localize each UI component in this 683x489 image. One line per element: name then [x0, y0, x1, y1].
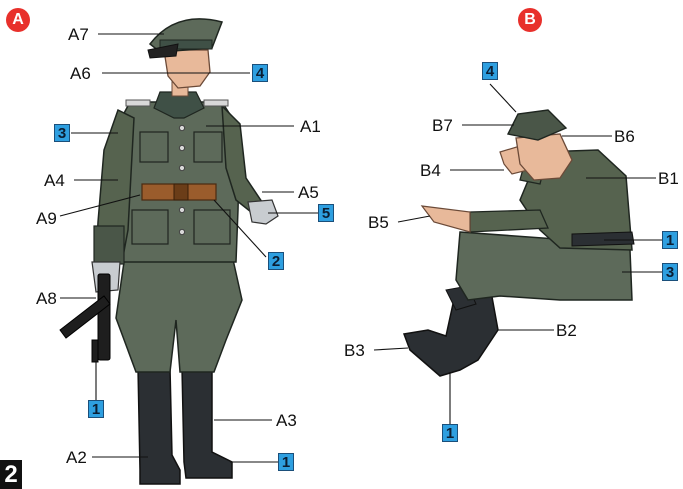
label-a6: A6	[70, 64, 91, 83]
figure-b-belt	[571, 231, 635, 247]
figure-a-belt-buckle	[173, 183, 189, 201]
figure-a-officer	[59, 18, 279, 485]
color-ref-a-head: 4	[252, 64, 268, 82]
figure-a-left-boot	[137, 367, 181, 485]
color-ref-b-belt: 1	[662, 231, 678, 249]
figure-a-head	[163, 49, 211, 89]
color-ref-b-cap: 4	[482, 62, 498, 80]
figure-b-head	[515, 133, 573, 181]
figure-a-collar	[153, 91, 205, 119]
figure-a-badge: A	[6, 8, 30, 32]
label-b4: B4	[420, 161, 441, 180]
figure-a-breast-pocket-left	[139, 131, 169, 163]
label-b5: B5	[368, 213, 389, 232]
color-ref-a-belt-area: 2	[268, 252, 284, 270]
label-b3: B3	[344, 341, 365, 360]
leader-lines	[59, 33, 662, 463]
step-number: 2	[0, 460, 22, 489]
figure-a-submachine-gun	[59, 273, 111, 363]
label-a9: A9	[36, 209, 57, 228]
figure-a-right-boot	[181, 367, 233, 479]
figure-a-shoulder-strap-right	[203, 99, 229, 107]
figure-a-cap-band	[159, 39, 213, 50]
figure-b-side-cap	[506, 109, 568, 141]
label-a1: A1	[300, 117, 321, 136]
figure-a-hip-pocket-right	[193, 209, 231, 245]
color-ref-a-glove: 5	[318, 204, 334, 222]
figure-a-hip-pocket-left	[131, 209, 169, 245]
color-ref-a-boot: 1	[278, 453, 294, 471]
figure-a-breast-pocket-right	[193, 131, 223, 163]
label-a3: A3	[276, 411, 297, 430]
label-b6: B6	[614, 127, 635, 146]
figure-b-boot	[402, 285, 499, 377]
figure-a-left-cuff	[93, 225, 125, 265]
color-ref-b-boot: 1	[442, 424, 458, 442]
figure-a-buttons	[178, 124, 186, 236]
label-a7: A7	[68, 25, 89, 44]
label-b1: B1	[658, 169, 679, 188]
label-a4: A4	[44, 171, 65, 190]
color-ref-a-gun: 1	[88, 400, 104, 418]
figure-b-hand-open	[420, 205, 471, 233]
figure-b-badge: B	[518, 8, 542, 32]
label-a5: A5	[298, 183, 319, 202]
figure-b-soldier	[402, 109, 635, 377]
figure-a-cap-visor	[147, 43, 179, 59]
color-ref-b-trousers: 3	[662, 263, 678, 281]
label-a2: A2	[66, 448, 87, 467]
figure-a-shoulder-strap-left	[125, 99, 151, 107]
label-a8: A8	[36, 289, 57, 308]
figure-b-arm	[469, 209, 549, 233]
label-b2: B2	[556, 321, 577, 340]
figure-a-breeches	[115, 254, 243, 373]
figure-a-glove	[247, 199, 279, 225]
color-ref-a-torso: 3	[54, 124, 70, 142]
label-b7: B7	[432, 116, 453, 135]
